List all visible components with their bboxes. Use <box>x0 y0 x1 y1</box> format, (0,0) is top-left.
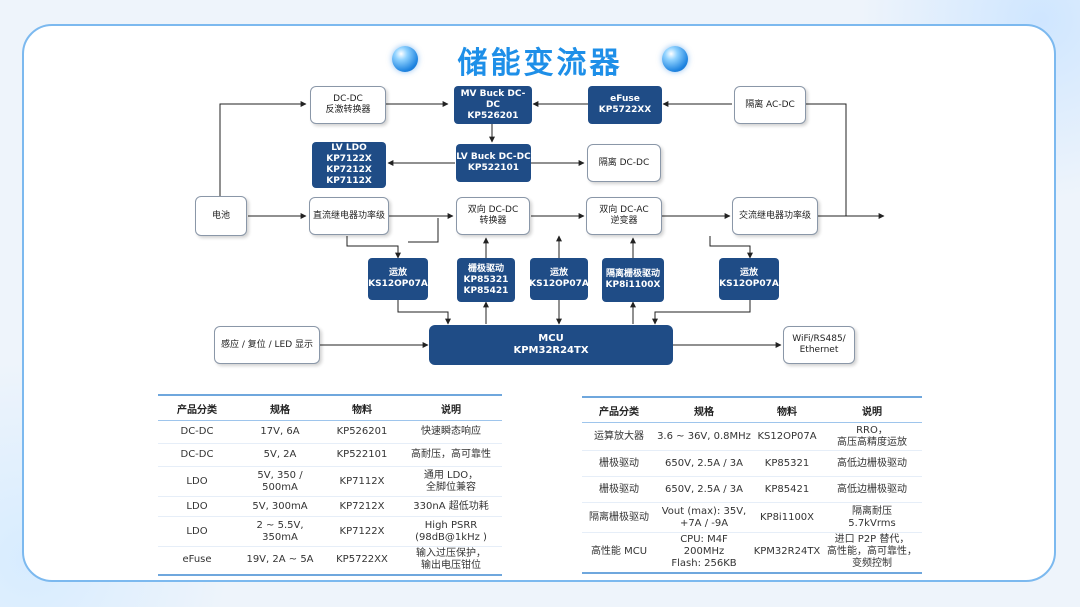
table-cell: 3.6 ~ 36V, 0.8MHz <box>656 422 752 451</box>
spec-table-left: 产品分类 规格 物料 说明 DC-DC 17V, 6A KP526201 快速瞬… <box>158 394 502 576</box>
table-cell: LDO <box>158 466 236 497</box>
column-header: 物料 <box>324 394 400 421</box>
table-cell: LDO <box>158 516 236 547</box>
table-cell: LDO <box>158 496 236 517</box>
spec-table-right: 产品分类 规格 物料 说明 运算放大器 3.6 ~ 36V, 0.8MHz KS… <box>582 396 922 574</box>
table-cell: 650V, 2.5A / 3A <box>656 450 752 477</box>
table-cell: DC-DC <box>158 443 236 467</box>
opamp-left-block: 运放 KS12OP07A <box>368 258 428 300</box>
table-cell: 650V, 2.5A / 3A <box>656 476 752 503</box>
column-header: 产品分类 <box>582 396 656 423</box>
ac-relay-block: 交流继电器功率级 <box>732 197 818 235</box>
table-header-row: 产品分类 规格 物料 说明 <box>158 394 502 421</box>
left-orb-icon <box>392 46 418 72</box>
table-cell: 5V, 300mA <box>236 496 324 517</box>
table-cell: 输入过压保护， 输出电压钳位 <box>400 546 502 576</box>
battery-block: 电池 <box>195 196 247 236</box>
table-row: 高性能 MCU CPU: M4F 200MHz Flash: 256KB KPM… <box>582 532 922 574</box>
table-cell: KPM32R24TX <box>752 532 822 574</box>
mcu-block: MCU KPM32R24TX <box>429 325 673 365</box>
table-cell: KP85421 <box>752 476 822 503</box>
table-cell: 运算放大器 <box>582 422 656 451</box>
lv-ldo-block: LV LDO KP7122X KP7212X KP7112X <box>312 142 386 188</box>
table-cell: Vout (max): 35V, +7A / -9A <box>656 502 752 533</box>
table-cell: 快速瞬态响应 <box>400 420 502 444</box>
table-cell: KP8i1100X <box>752 502 822 533</box>
table-cell: 栅极驱动 <box>582 450 656 477</box>
table-cell: 19V, 2A ~ 5A <box>236 546 324 576</box>
table-row: 栅极驱动 650V, 2.5A / 3A KP85321 高低边栅极驱动 <box>582 450 922 477</box>
column-header: 规格 <box>656 396 752 423</box>
column-header: 规格 <box>236 394 324 421</box>
table-cell: 高耐压，高可靠性 <box>400 443 502 467</box>
table-row: 运算放大器 3.6 ~ 36V, 0.8MHz KS12OP07A RRO， 高… <box>582 422 922 451</box>
isolated-gate-driver-block: 隔离栅极驱动 KP8i1100X <box>602 258 664 302</box>
table-cell: KP7122X <box>324 516 400 547</box>
table-row: LDO 5V, 300mA KP7212X 330nA 超低功耗 <box>158 496 502 517</box>
opamp-right-block: 运放 KS12OP07A <box>719 258 779 300</box>
table-cell: High PSRR (98dB@1kHz ) <box>400 516 502 547</box>
table-cell: KP5722XX <box>324 546 400 576</box>
table-cell: eFuse <box>158 546 236 576</box>
table-cell: 隔离耐压 5.7kVrms <box>822 502 922 533</box>
dc-relay-block: 直流继电器功率级 <box>309 197 389 235</box>
bidirectional-dcac-block: 双向 DC-AC 逆变器 <box>586 197 662 235</box>
dcdc-flyback-block: DC-DC 反激转换器 <box>310 86 386 124</box>
column-header: 说明 <box>400 394 502 421</box>
table-cell: 隔离栅极驱动 <box>582 502 656 533</box>
column-header: 说明 <box>822 396 922 423</box>
table-row: LDO 5V, 350 / 500mA KP7112X 通用 LDO， 全脚位兼… <box>158 466 502 497</box>
table-cell: KP526201 <box>324 420 400 444</box>
isolated-dcdc-block: 隔离 DC-DC <box>587 144 661 182</box>
table-cell: 5V, 2A <box>236 443 324 467</box>
table-header-row: 产品分类 规格 物料 说明 <box>582 396 922 423</box>
table-cell: KP7212X <box>324 496 400 517</box>
sense-reset-led-block: 感应 / 复位 / LED 显示 <box>214 326 320 364</box>
table-cell: KP522101 <box>324 443 400 467</box>
table-row: 栅极驱动 650V, 2.5A / 3A KP85421 高低边栅极驱动 <box>582 476 922 503</box>
table-cell: 17V, 6A <box>236 420 324 444</box>
table-row: 隔离栅极驱动 Vout (max): 35V, +7A / -9A KP8i11… <box>582 502 922 533</box>
opamp-middle-block: 运放 KS12OP07A <box>529 258 589 300</box>
isolated-acdc-block: 隔离 AC-DC <box>734 86 806 124</box>
table-cell: 高低边栅极驱动 <box>822 450 922 477</box>
table-cell: 高低边栅极驱动 <box>822 476 922 503</box>
table-cell: 330nA 超低功耗 <box>400 496 502 517</box>
table-cell: KS12OP07A <box>752 422 822 451</box>
gate-driver-block: 栅极驱动 KP85321 KP85421 <box>457 258 515 302</box>
efuse-block: eFuse KP5722XX <box>588 86 662 124</box>
column-header: 产品分类 <box>158 394 236 421</box>
table-cell: 高性能 MCU <box>582 532 656 574</box>
table-cell: DC-DC <box>158 420 236 444</box>
bidirectional-dcdc-block: 双向 DC-DC 转换器 <box>456 197 530 235</box>
right-orb-icon <box>662 46 688 72</box>
table-cell: 5V, 350 / 500mA <box>236 466 324 497</box>
table-cell: CPU: M4F 200MHz Flash: 256KB <box>656 532 752 574</box>
table-cell: KP7112X <box>324 466 400 497</box>
comm-interface-block: WiFi/RS485/ Ethernet <box>783 326 855 364</box>
table-cell: RRO， 高压高精度运放 <box>822 422 922 451</box>
table-cell: KP85321 <box>752 450 822 477</box>
mv-buck-block: MV Buck DC-DC KP526201 <box>454 86 532 124</box>
table-row: DC-DC 17V, 6A KP526201 快速瞬态响应 <box>158 420 502 444</box>
table-cell: 2 ~ 5.5V, 350mA <box>236 516 324 547</box>
page-title: 储能变流器 <box>457 46 623 81</box>
table-row: eFuse 19V, 2A ~ 5A KP5722XX 输入过压保护， 输出电压… <box>158 546 502 576</box>
table-row: LDO 2 ~ 5.5V, 350mA KP7122X High PSRR (9… <box>158 516 502 547</box>
table-row: DC-DC 5V, 2A KP522101 高耐压，高可靠性 <box>158 443 502 467</box>
table-cell: 通用 LDO， 全脚位兼容 <box>400 466 502 497</box>
table-cell: 栅极驱动 <box>582 476 656 503</box>
table-cell: 进口 P2P 替代， 高性能，高可靠性， 变频控制 <box>822 532 922 574</box>
lv-buck-block: LV Buck DC-DC KP522101 <box>456 144 531 182</box>
column-header: 物料 <box>752 396 822 423</box>
